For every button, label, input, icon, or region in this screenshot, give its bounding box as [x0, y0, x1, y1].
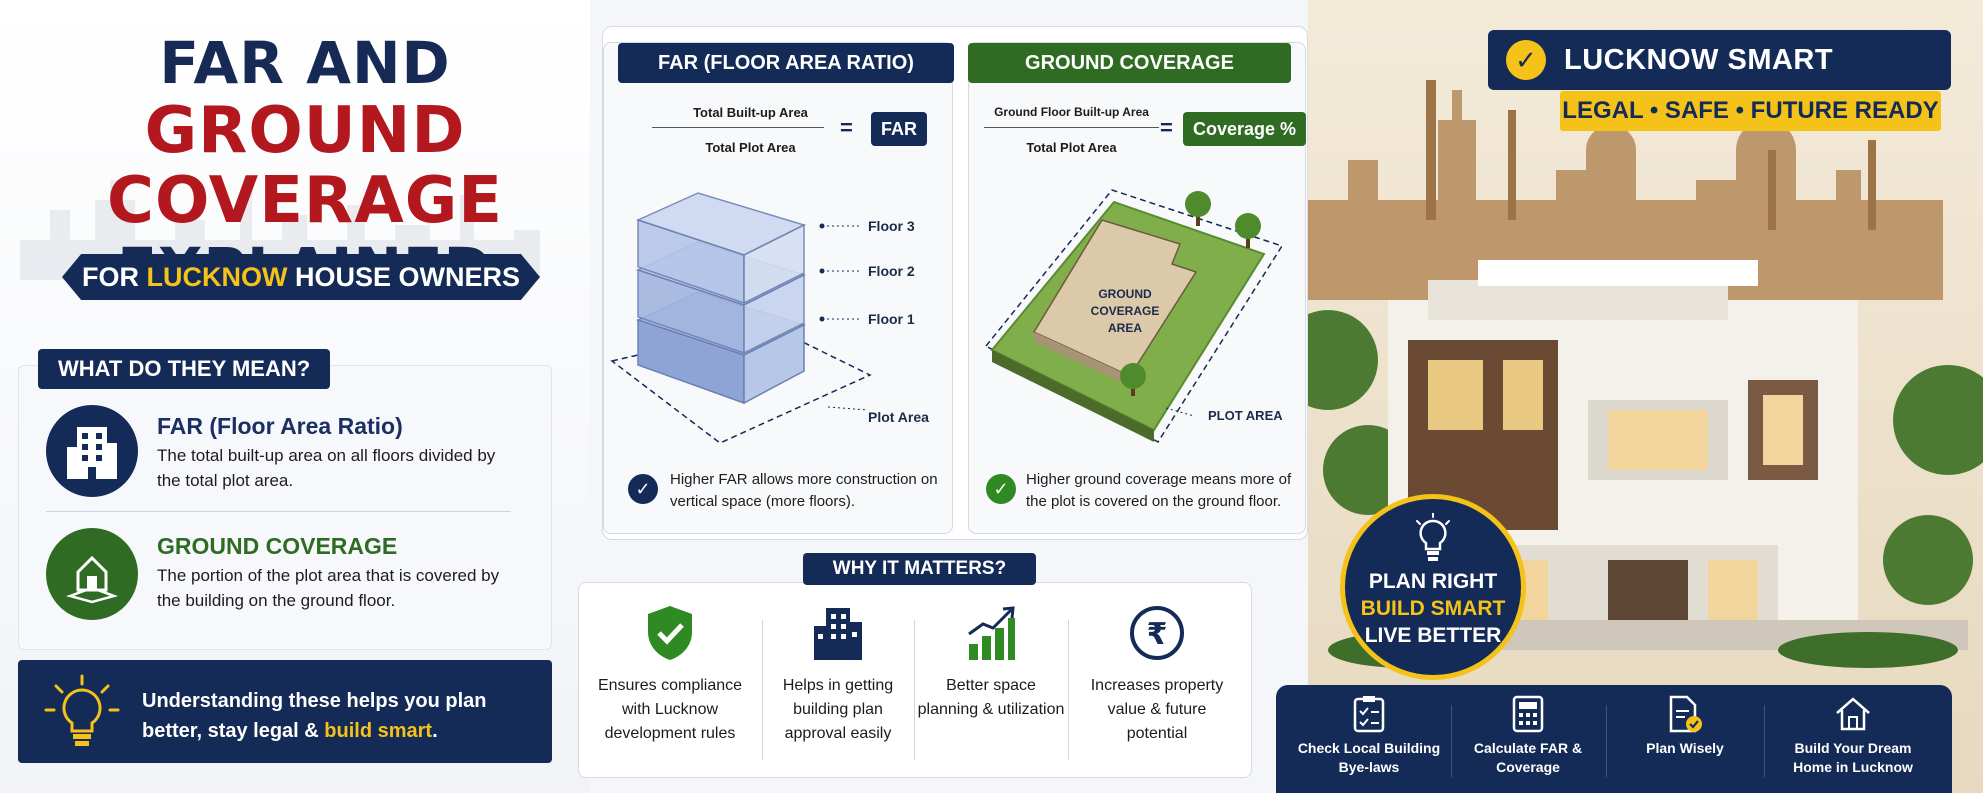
- title-line-2: GROUND COVERAGE: [107, 94, 503, 238]
- floor-3-label: Floor 3: [868, 218, 915, 234]
- summary-text: Understanding these helps you plan bette…: [142, 686, 542, 746]
- ribbon-pre: FOR: [81, 262, 147, 292]
- lucknow-banner-title: LUCKNOW SMART PLANNING: [1564, 44, 1834, 136]
- gc-note: Higher ground coverage means more of the…: [1026, 471, 1292, 510]
- far-result: FAR: [871, 112, 927, 146]
- far-denominator: Total Plot Area: [705, 140, 796, 155]
- why-separator: [914, 620, 915, 760]
- badge-line-1: PLAN RIGHT: [1368, 570, 1498, 593]
- far-note: Higher FAR allows more construction on v…: [670, 471, 938, 510]
- summary-bar: [18, 660, 552, 763]
- lucknow-banner: ✓ LUCKNOW SMART PLANNING: [1488, 30, 1951, 136]
- gc-plot-diagram: [984, 189, 1282, 444]
- plan-right-badge: PLAN RIGHT BUILD SMART LIVE BETTER: [1340, 494, 1526, 680]
- lightbulb-icon: [1416, 512, 1450, 561]
- gc-plot-area-label: PLOT AREA: [1208, 408, 1283, 423]
- far-floors-diagram: [610, 192, 872, 444]
- strip-separator: [1451, 705, 1452, 777]
- summary-text-post: .: [432, 720, 438, 742]
- ribbon-highlight: LUCKNOW: [146, 262, 288, 292]
- why-item-planning: Better space planning & utilization: [917, 604, 1065, 764]
- gc-fraction-line: [984, 127, 1159, 128]
- tip-text-byelaws: Check Local Building Bye-laws: [1297, 740, 1441, 775]
- summary-text-pre: Understanding these helps you plan bette…: [142, 690, 487, 742]
- badge-line-2: BUILD SMART: [1360, 597, 1506, 620]
- why-item-value: ₹ Increases property value & future pote…: [1083, 604, 1231, 764]
- growth-chart-icon: [968, 606, 1015, 660]
- gc-numerator: Ground Floor Built-up Area: [994, 105, 1149, 119]
- gc-definition-title: GROUND COVERAGE: [157, 533, 398, 559]
- gc-area-label-3: AREA: [1107, 321, 1142, 335]
- shield-check-icon: [648, 606, 692, 660]
- far-definition-title: FAR (Floor Area Ratio): [157, 413, 403, 439]
- far-panel-heading: FAR (FLOOR AREA RATIO): [618, 43, 954, 83]
- tip-text-home: Build Your Dream Home in Lucknow: [1793, 740, 1913, 775]
- title-line-1: FAR AND: [159, 29, 451, 97]
- strip-separator: [1606, 705, 1607, 777]
- gc-equals: =: [1160, 115, 1173, 140]
- tip-text-plan: Plan Wisely: [1646, 740, 1724, 756]
- audience-ribbon: FOR LUCKNOW HOUSE OWNERS: [62, 254, 540, 300]
- why-separator: [762, 620, 763, 760]
- gc-area-label-2: COVERAGE: [1090, 304, 1160, 318]
- gc-result: Coverage %: [1183, 112, 1307, 146]
- lightbulb-icon: [44, 674, 120, 746]
- buildings-icon: [814, 608, 862, 660]
- tagline: LEGAL • SAFE • FUTURE READY: [1560, 91, 1941, 131]
- summary-highlight: build smart: [324, 720, 433, 742]
- tip-check-byelaws: Check Local Building Bye-laws: [1294, 695, 1444, 777]
- home-icon: [1836, 697, 1870, 731]
- far-plot-area-label: Plot Area: [868, 409, 929, 425]
- why-text-planning: Better space planning & utilization: [917, 677, 1065, 718]
- tips-strip: [1276, 685, 1952, 793]
- far-fraction-line: [652, 127, 824, 128]
- why-text-approval: Helps in getting building plan approval …: [782, 677, 894, 742]
- gc-panel-heading: GROUND COVERAGE: [968, 43, 1291, 83]
- definition-divider: [46, 511, 511, 512]
- gc-definition-text: The portion of the plot area that is cov…: [157, 566, 500, 610]
- why-item-approval: Helps in getting building plan approval …: [764, 604, 912, 764]
- building-icon: [46, 405, 138, 497]
- ribbon-post: HOUSE OWNERS: [287, 262, 520, 292]
- document-check-icon: [1669, 695, 1702, 733]
- meaning-tag: WHAT DO THEY MEAN?: [38, 349, 331, 389]
- badge-line-3: LIVE BETTER: [1364, 624, 1502, 647]
- svg-text:₹: ₹: [1147, 617, 1168, 652]
- checklist-icon: [1353, 696, 1385, 733]
- tip-build-home: Build Your Dream Home in Lucknow: [1778, 695, 1928, 777]
- far-equals: =: [840, 115, 853, 140]
- why-text-value: Increases property value & future potent…: [1090, 677, 1224, 742]
- far-numerator: Total Built-up Area: [693, 105, 808, 120]
- strip-separator: [1764, 705, 1765, 777]
- rupee-icon: ₹: [1130, 606, 1184, 660]
- tip-plan-wisely: Plan Wisely: [1610, 695, 1760, 758]
- floor-2-label: Floor 2: [868, 263, 915, 279]
- gc-area-label-1: GROUND: [1098, 287, 1152, 301]
- calculator-icon: [1512, 695, 1544, 733]
- tip-text-calculate: Calculate FAR & Coverage: [1473, 740, 1583, 775]
- gc-denominator: Total Plot Area: [1026, 140, 1117, 155]
- why-separator: [1068, 620, 1069, 760]
- why-text-compliance: Ensures compliance with Lucknow developm…: [597, 677, 743, 742]
- tip-calculate: Calculate FAR & Coverage: [1453, 695, 1603, 777]
- check-circle-icon: ✓: [1506, 40, 1546, 80]
- why-item-compliance: Ensures compliance with Lucknow developm…: [596, 604, 744, 764]
- why-tag: WHY IT MATTERS?: [803, 553, 1036, 585]
- far-definition-text: The total built-up area on all floors di…: [157, 446, 496, 490]
- check-icon: ✓: [628, 474, 658, 504]
- gc-area-label: GROUND COVERAGE AREA: [1090, 286, 1160, 337]
- check-icon: ✓: [986, 474, 1016, 504]
- house-plot-icon: [46, 528, 138, 620]
- floor-1-label: Floor 1: [868, 311, 915, 327]
